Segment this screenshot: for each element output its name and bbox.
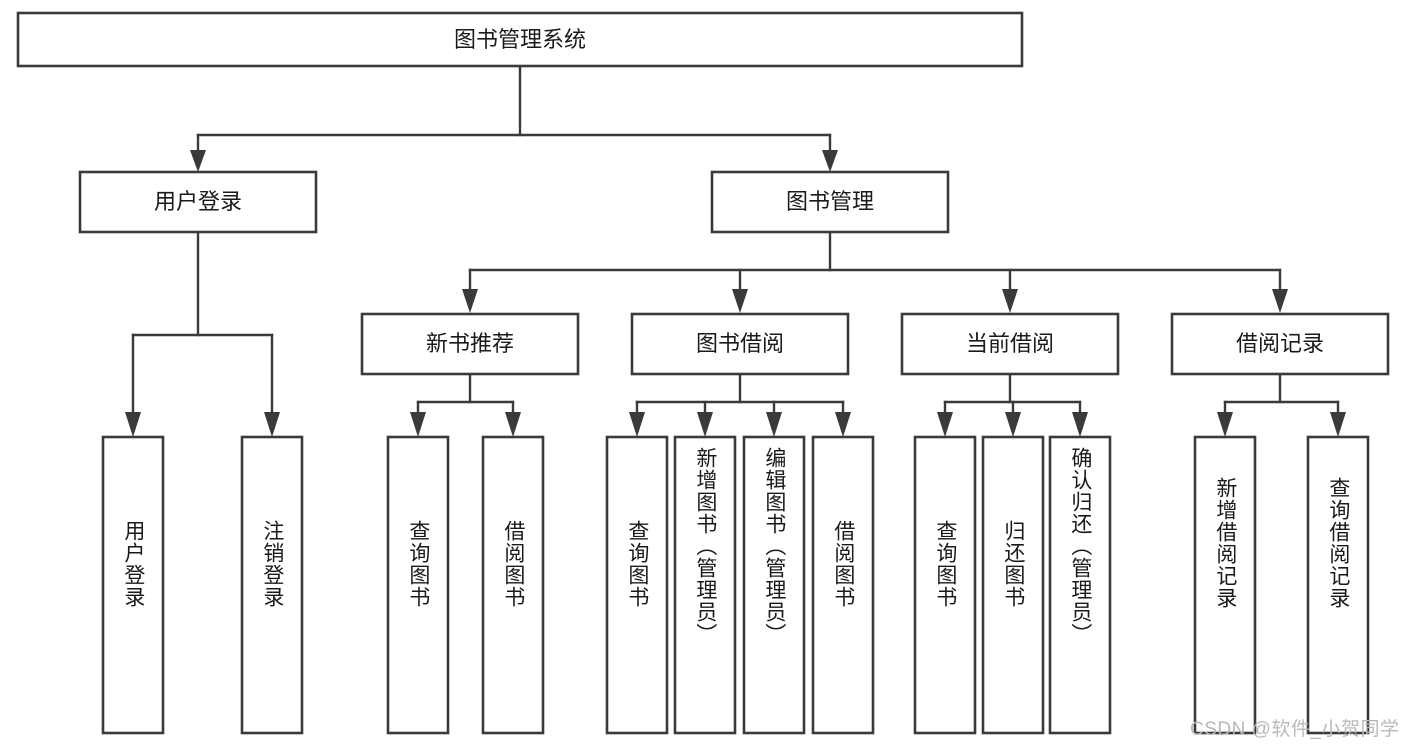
arrowhead-leaf-borrow-book-2 — [835, 412, 851, 437]
arrowhead-leaf-return-book — [1005, 412, 1021, 437]
node-leaf-confirm-return-box[interactable] — [1048, 435, 1112, 735]
node-book-borrow-box[interactable] — [630, 312, 850, 376]
node-current-borrow-label: 当前借阅 — [966, 331, 1054, 356]
node-book-manage[interactable]: 图书管理 — [710, 170, 950, 234]
arrowhead-bookmanage — [822, 150, 838, 172]
node-user-login[interactable]: 用户登录 — [78, 170, 318, 234]
arrowhead-new-book-recommend — [462, 289, 478, 313]
node-book-manage-box[interactable] — [710, 170, 950, 234]
node-root[interactable]: 图书管理系统 — [16, 11, 1024, 68]
node-leaf-user-login-box[interactable] — [101, 435, 165, 735]
node-leaf-borrow-book-1-box[interactable] — [481, 435, 545, 735]
arrowhead-leaf-user-login — [125, 412, 141, 437]
node-leaf-query-book-2-box[interactable] — [605, 435, 669, 735]
arrowhead-leaf-query-book-3 — [937, 412, 953, 437]
node-new-book-recommend-box[interactable] — [360, 312, 580, 376]
node-leaf-add-book-box[interactable] — [673, 435, 737, 735]
node-root-label: 图书管理系统 — [454, 27, 586, 52]
node-new-book-recommend[interactable]: 新书推荐 — [360, 312, 580, 376]
node-new-book-recommend-label: 新书推荐 — [426, 331, 514, 356]
node-leaf-query-book-1-box[interactable] — [386, 435, 450, 735]
arrowhead-current-borrow — [1002, 289, 1018, 313]
node-borrow-record[interactable]: 借阅记录 — [1170, 312, 1390, 376]
arrowhead-leaf-confirm-return — [1072, 412, 1088, 437]
node-current-borrow[interactable]: 当前借阅 — [900, 312, 1120, 376]
node-leaf-query-record-box[interactable] — [1306, 435, 1370, 735]
node-leaf-query-book-3-box[interactable] — [913, 435, 977, 735]
arrowhead-borrow-record — [1272, 289, 1288, 313]
node-root-box[interactable] — [16, 11, 1024, 68]
node-borrow-record-box[interactable] — [1170, 312, 1390, 376]
arrowhead-leaf-add-book — [697, 412, 713, 437]
arrowhead-leaf-query-record — [1330, 412, 1346, 437]
connectors — [125, 64, 1346, 437]
node-user-login-label: 用户登录 — [154, 189, 242, 214]
node-leaf-edit-book-box[interactable] — [742, 435, 806, 735]
arrowhead-leaf-borrow-book-1 — [505, 412, 521, 437]
arrowhead-userlogin — [190, 150, 206, 172]
node-leaf-user-logout-box[interactable] — [240, 435, 304, 735]
arrowhead-book-borrow — [732, 289, 748, 313]
node-book-borrow[interactable]: 图书借阅 — [630, 312, 850, 376]
arrowhead-leaf-query-book-1 — [410, 412, 426, 437]
node-book-manage-label: 图书管理 — [786, 189, 874, 214]
node-current-borrow-box[interactable] — [900, 312, 1120, 376]
arrowhead-leaf-add-record — [1217, 412, 1233, 437]
node-leaf-add-record-box[interactable] — [1193, 435, 1257, 735]
node-user-login-box[interactable] — [78, 170, 318, 234]
node-leaf-return-book-box[interactable] — [981, 435, 1045, 735]
arrowhead-leaf-query-book-2 — [629, 412, 645, 437]
node-book-borrow-label: 图书借阅 — [696, 331, 784, 356]
arrowhead-leaf-edit-book — [766, 412, 782, 437]
node-borrow-record-label: 借阅记录 — [1236, 331, 1324, 356]
node-leaf-borrow-book-2-box[interactable] — [811, 435, 875, 735]
csdn-watermark: CSDN @软件_小贺同学 — [1190, 719, 1400, 740]
arrowhead-leaf-user-logout — [264, 412, 280, 437]
